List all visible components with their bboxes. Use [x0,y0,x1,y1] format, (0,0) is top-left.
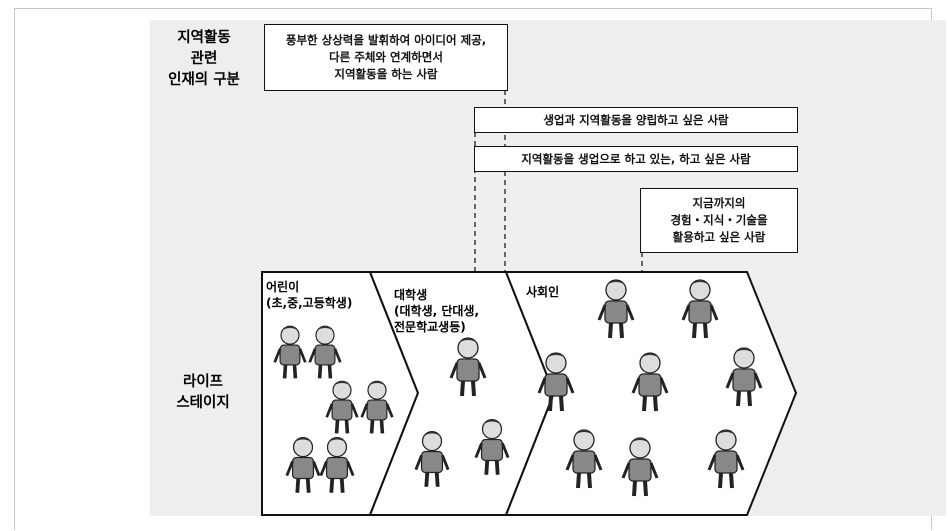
adult-figure [725,347,763,407]
adult-figure [707,429,745,489]
adult-figure [631,352,669,412]
child-figure [285,436,321,493]
child-figure [360,380,394,434]
life-stage-label: 라이프 스테이지 [176,374,230,411]
stage-label-child: 어린이 (초,중,고등학생) [266,280,353,310]
child-figure [319,436,355,493]
adult-figure [621,437,659,497]
child-figure [308,325,342,379]
talent-box-dual-role: 생업과 지역활동을 양립하고 싶은 사람 [474,107,798,133]
stage-label-college: 대학생 (대학생, 단대생, 전문학교생등) [394,288,480,334]
student-figure [449,337,487,397]
adult-figure [681,279,719,339]
child-figure [325,380,359,434]
adult-figure [597,279,635,339]
child-figure [273,325,307,379]
talent-box-creative: 풍부한 상상력을 발휘하여 아이디어 제공, 다른 주체와 연계하면서 지역활동… [264,24,508,91]
stage-label-adult: 사회인 [526,285,560,299]
adult-figure [537,352,575,412]
talent-box-livelihood: 지역활동을 생업으로 하고 있는, 하고 싶은 사람 [474,146,798,172]
talent-category-label: 지역활동 관련 인재의 구분 [168,30,240,88]
student-figure [474,418,510,475]
adult-figure [565,429,603,489]
people-illustrations [273,279,763,497]
student-figure [414,430,450,487]
talent-box-experience: 지금까지의 경험・지식・기술을 활용하고 싶은 사람 [640,188,798,253]
